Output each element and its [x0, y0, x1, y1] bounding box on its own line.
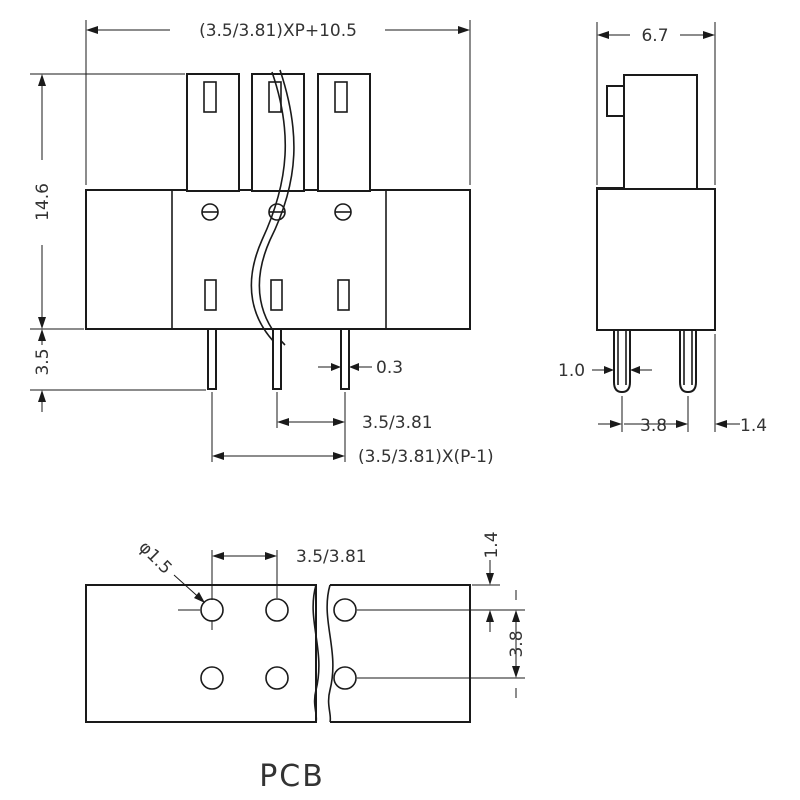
dim-depth: 6.7 [596, 22, 716, 185]
dim-pin-length: 3.5 [30, 329, 206, 412]
row-spacing-label: 3.8 [507, 630, 527, 657]
dim-pin-spacing: 3.8 1.4 [598, 334, 767, 436]
pin-length-label: 3.5 [33, 348, 53, 375]
dim-pcb-pitch: 3.5/3.81 [211, 547, 367, 598]
pin-spacing-label: 3.8 [640, 416, 667, 436]
edge-offset-label: 1.4 [482, 531, 502, 558]
front-view: (3.5/3.81)XP+10.5 14.6 3.5 0. [30, 20, 494, 467]
pitch-label: 3.5/3.81 [362, 413, 433, 433]
pin-thickness-label: 0.3 [376, 358, 403, 378]
hole-diameter-label: φ1.5 [134, 537, 175, 578]
dim-edge-offset: 1.4 [357, 531, 525, 632]
dim-overall-width: (3.5/3.81)XP+10.5 [85, 20, 471, 185]
dim-pin-thickness: 0.3 [318, 358, 403, 378]
pcb-view: φ1.5 3.5/3.81 1.4 [85, 531, 527, 794]
pin-span-label: (3.5/3.81)X(P-1) [358, 447, 494, 467]
depth-label: 6.7 [641, 26, 668, 46]
front-pins [207, 328, 350, 390]
wire-entry-slots [204, 279, 350, 311]
front-tabs [186, 73, 371, 192]
height-label: 14.6 [33, 183, 53, 221]
pin-diameter-label: 1.0 [558, 361, 585, 381]
side-body [596, 188, 716, 331]
pcb-pitch-label: 3.5/3.81 [296, 547, 367, 567]
dim-height: 14.6 [30, 73, 185, 330]
dim-row-spacing: 3.8 [357, 590, 527, 698]
dim-pin-span: (3.5/3.81)X(P-1) [211, 392, 494, 467]
front-body [85, 189, 471, 330]
dim-pitch: 3.5/3.81 [276, 392, 433, 462]
screw-heads [201, 203, 352, 221]
overall-width-label: (3.5/3.81)XP+10.5 [199, 21, 357, 41]
side-view: 6.7 1.0 3.8 1.4 [558, 22, 767, 436]
side-pins [613, 329, 697, 394]
pcb-title: PCB [259, 759, 325, 794]
break-lines [250, 69, 295, 346]
dim-pin-diameter: 1.0 [558, 361, 652, 381]
dim-hole-diameter: φ1.5 [134, 537, 205, 603]
pin-offset-label: 1.4 [740, 416, 767, 436]
